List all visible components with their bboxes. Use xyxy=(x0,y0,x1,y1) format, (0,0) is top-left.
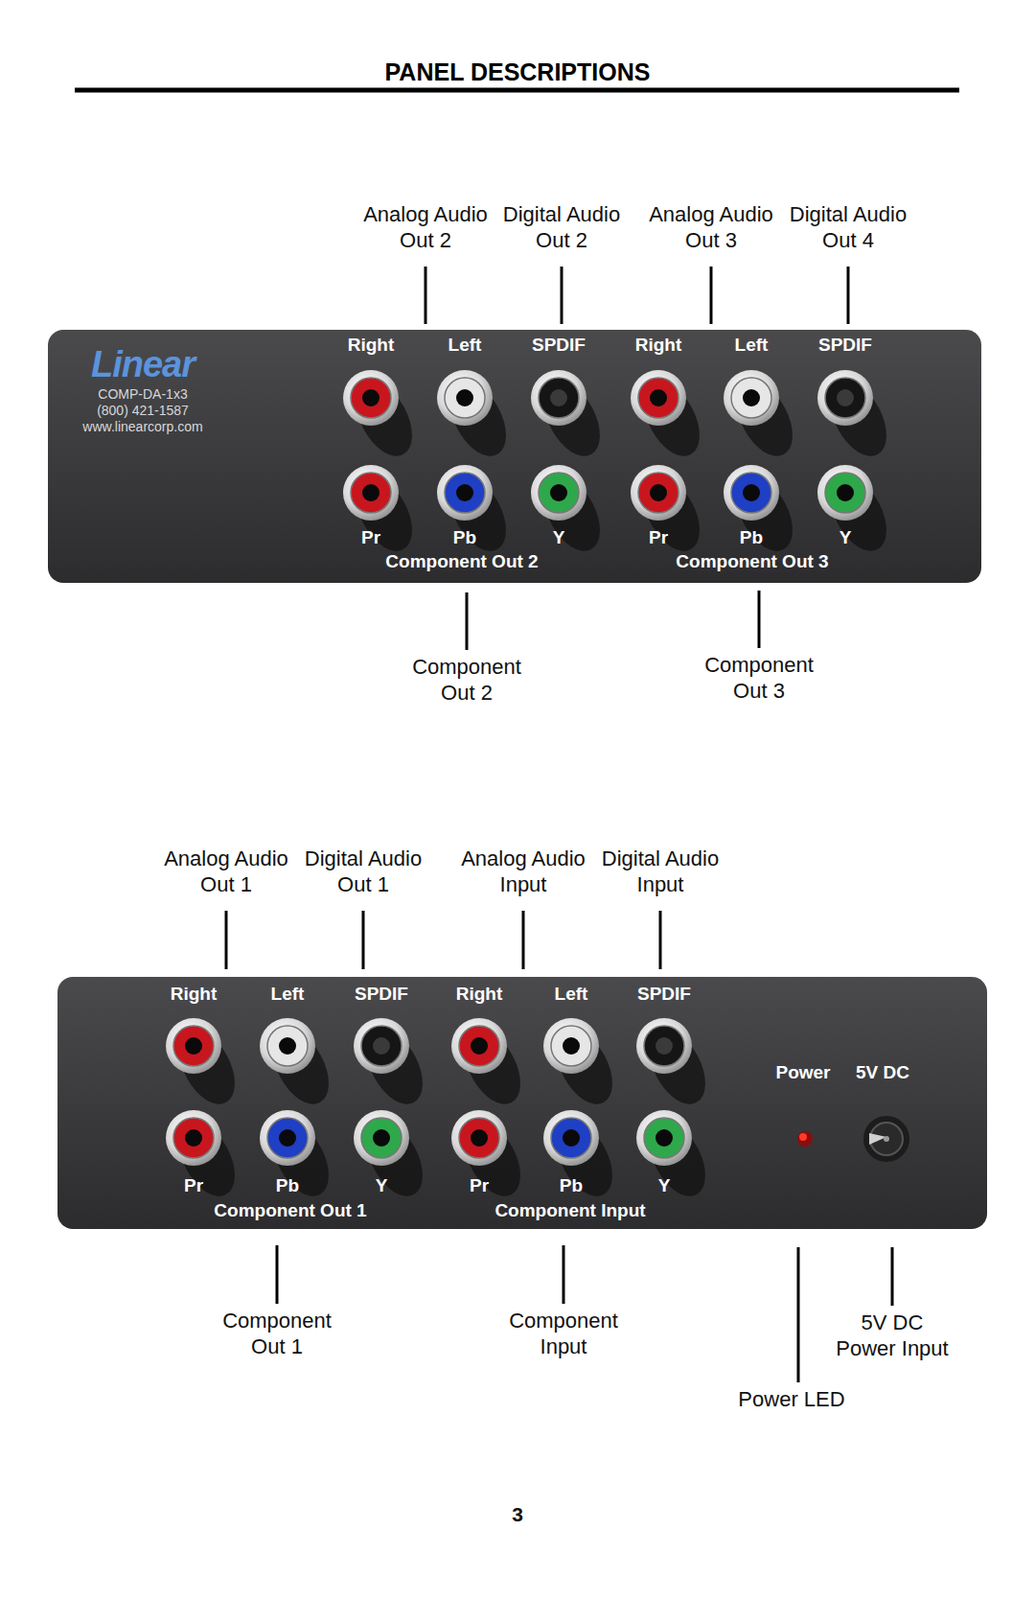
callout-label: Analog Audio Out 2 xyxy=(353,201,498,253)
title-rule xyxy=(74,88,960,93)
jack-label: Pb xyxy=(739,527,763,549)
jack-label: Right xyxy=(635,334,683,356)
jack-label: Power xyxy=(775,1061,830,1083)
panel-housing xyxy=(57,976,988,1229)
brand-logo: Linear xyxy=(91,344,195,386)
jack-label: Pr xyxy=(184,1174,204,1196)
callout-label: Analog Audio Out 1 xyxy=(154,845,299,897)
device-panel: LinearCOMP-DA-1x3(800) 421-1587www.linea… xyxy=(47,329,982,583)
callout-label: Digital Audio Out 1 xyxy=(291,845,436,897)
jack-label: 5V DC xyxy=(855,1061,910,1083)
jack-label: Left xyxy=(735,334,769,356)
model-info: (800) 421-1587 xyxy=(96,402,189,418)
callout-label: Component Out 2 xyxy=(404,653,529,706)
callout-label: Analog Audio Input xyxy=(451,845,596,897)
jack-label: Y xyxy=(375,1174,389,1196)
model-info: www.linearcorp.com xyxy=(82,418,203,435)
jack-label: Left xyxy=(448,334,483,356)
jacks xyxy=(165,369,898,1205)
panel-housing xyxy=(47,329,982,583)
dc-jack xyxy=(863,1115,910,1162)
callout-label: Digital Audio Out 4 xyxy=(776,201,920,253)
jack-label: SPDIF xyxy=(531,334,586,356)
group-label: Component Out 1 xyxy=(213,1199,367,1221)
jack-label: Pr xyxy=(469,1174,489,1196)
model-info: COMP-DA-1x3 xyxy=(97,386,187,402)
callout-label: Power LED xyxy=(737,1385,845,1412)
device-panel: Right Left SPDIF Right Left SPDIF Pr Pb Y Compone… xyxy=(57,976,988,1229)
page-title: PANEL DESCRIPTIONS xyxy=(385,58,651,87)
jack-label: SPDIF xyxy=(818,334,873,356)
page-number: 3 xyxy=(511,1500,524,1527)
jack-label: SPDIF xyxy=(637,983,691,1005)
callout-label: Digital Audio Input xyxy=(588,845,733,897)
jack-label: Left xyxy=(271,983,305,1005)
jack-label: Right xyxy=(170,983,218,1005)
callout-label: Analog Audio Out 3 xyxy=(639,201,783,253)
callout-label: 5V DC Power Input xyxy=(832,1309,953,1361)
jack-label: Pb xyxy=(559,1174,583,1196)
jack-label: Y xyxy=(552,527,566,549)
callout-label: Component Out 1 xyxy=(214,1307,340,1359)
jack-label: Pr xyxy=(648,527,668,549)
jack-label: Right xyxy=(456,983,504,1005)
callout-label: Digital Audio Out 2 xyxy=(489,201,634,253)
jack-label: Pr xyxy=(361,527,381,549)
power-led xyxy=(797,1130,813,1147)
jack-label: Left xyxy=(554,983,589,1005)
callout-label: Component Out 3 xyxy=(696,651,822,704)
jack-label: SPDIF xyxy=(354,983,409,1005)
jack-label: Right xyxy=(347,334,395,356)
jack-label: Y xyxy=(658,1174,671,1196)
jack-label: Pb xyxy=(276,1174,299,1196)
callout-label: Component Input xyxy=(501,1307,626,1359)
group-label: Component Input xyxy=(494,1199,645,1221)
jack-label: Y xyxy=(839,527,852,549)
group-label: Component Out 3 xyxy=(675,551,828,573)
jack-label: Pb xyxy=(453,527,477,549)
group-label: Component Out 2 xyxy=(385,551,538,573)
